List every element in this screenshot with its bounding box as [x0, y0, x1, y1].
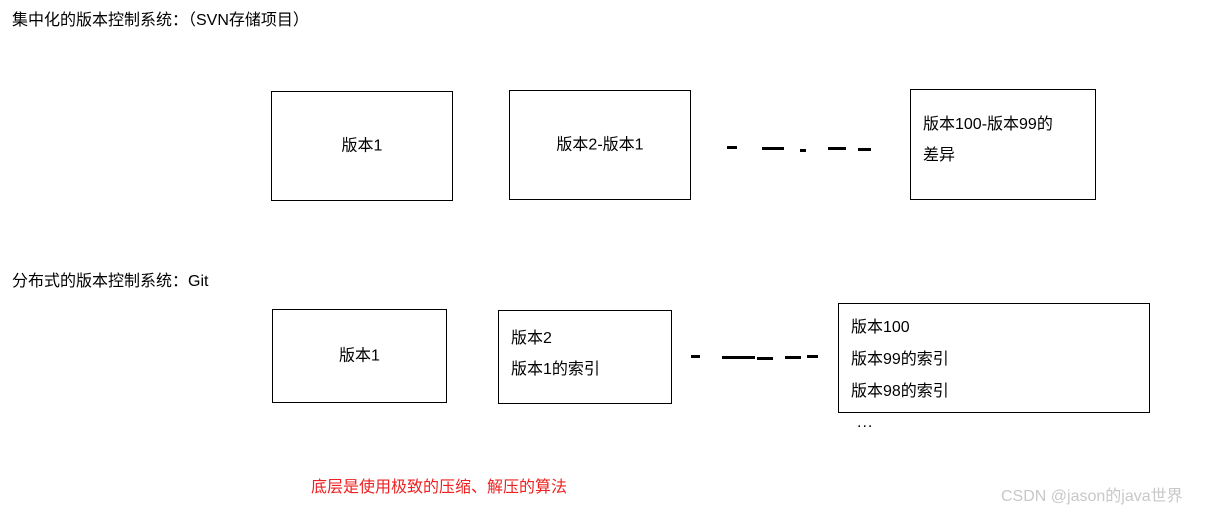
- centralized-box-version-100-diff: 版本100-版本99的 差异: [910, 89, 1096, 200]
- distributed-box-version-2-index-label: 版本2 版本1的索引: [511, 330, 600, 378]
- distributed-ellipsis: ...: [857, 414, 874, 431]
- dash-segment: [691, 355, 700, 358]
- dash-segment: [800, 149, 806, 152]
- dash-segment: [785, 356, 801, 359]
- dash-segment: [807, 355, 818, 358]
- dash-segment: [757, 357, 773, 360]
- distributed-box-version-100-index: 版本100 版本99的索引 版本98的索引: [838, 303, 1150, 413]
- dash-segment: [722, 356, 755, 359]
- centralized-box-version-2-minus-1-label: 版本2-版本1: [556, 136, 644, 154]
- centralized-section-heading: 集中化的版本控制系统：（SVN存储项目）: [12, 12, 309, 29]
- dash-segment: [858, 148, 871, 151]
- distributed-box-version-2-index: 版本2 版本1的索引: [498, 310, 672, 404]
- distributed-box-version-100-index-label: 版本100 版本99的索引 版本98的索引: [851, 319, 949, 400]
- dash-segment: [828, 147, 846, 150]
- distributed-box-version-1-label: 版本1: [339, 347, 380, 365]
- footer-note: 底层是使用极致的压缩、解压的算法: [311, 479, 568, 496]
- distributed-section-heading: 分布式的版本控制系统：Git: [12, 273, 209, 290]
- centralized-box-version-2-minus-1: 版本2-版本1: [509, 90, 691, 200]
- dash-segment: [727, 146, 737, 149]
- centralized-box-version-1-label: 版本1: [341, 137, 383, 155]
- distributed-box-version-1: 版本1: [272, 309, 447, 403]
- centralized-box-version-100-diff-label: 版本100-版本99的 差异: [923, 116, 1053, 164]
- centralized-box-version-1: 版本1: [271, 91, 453, 201]
- watermark: CSDN @jason的java世界: [1001, 488, 1183, 505]
- dash-segment: [762, 147, 784, 150]
